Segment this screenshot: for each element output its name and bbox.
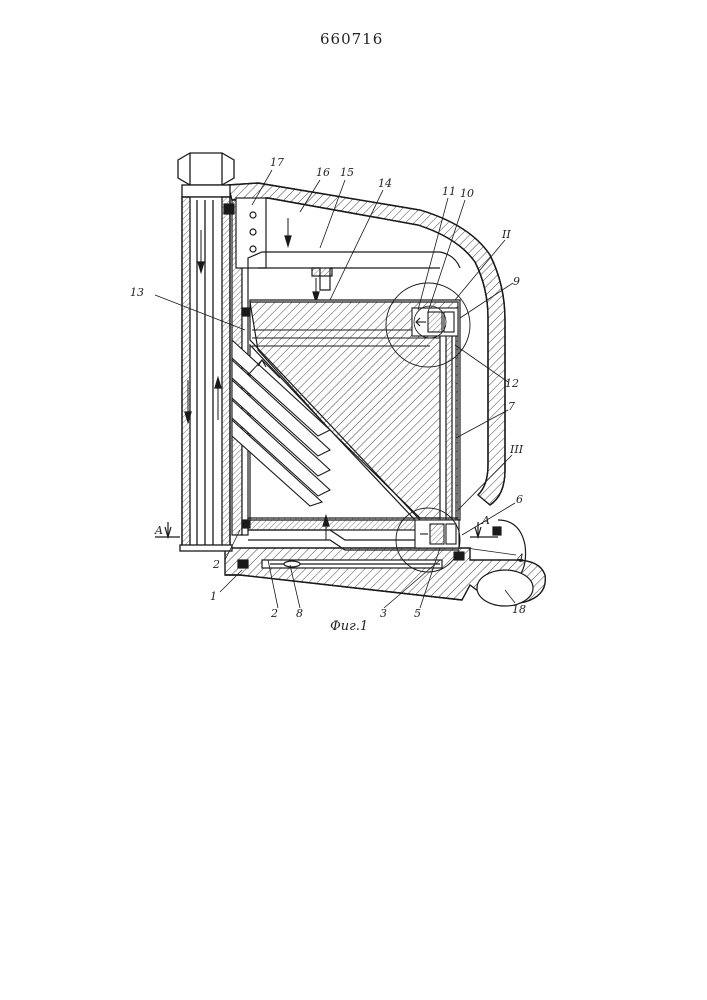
section-label-a-left: A <box>154 524 163 537</box>
callout-4: 4 <box>516 552 524 565</box>
callout-14: 14 <box>378 177 392 190</box>
callout-16: 16 <box>316 166 330 179</box>
upper-chamber <box>248 218 460 302</box>
callout-8: 8 <box>296 607 303 620</box>
callout-7: 7 <box>508 400 515 413</box>
section-label-a-right: A <box>481 514 490 527</box>
callout-detail-III: III <box>509 443 524 456</box>
callout-detail-II: II <box>501 228 511 241</box>
callout-3: 3 <box>380 607 387 620</box>
callout-17: 17 <box>270 156 284 169</box>
callout-15: 15 <box>340 166 354 179</box>
callout-2-bottom: 2 <box>270 607 278 620</box>
callout-5: 5 <box>414 607 421 620</box>
callout-13: 13 <box>130 286 144 299</box>
callout-6: 6 <box>516 493 523 506</box>
callout-18: 18 <box>512 603 526 616</box>
callout-10: 10 <box>460 187 474 200</box>
callout-1: 1 <box>210 590 217 603</box>
callout-11: 11 <box>442 185 456 198</box>
callout-12: 12 <box>505 377 519 390</box>
callout-9: 9 <box>513 275 520 288</box>
callout-2-left: 2 <box>212 558 220 571</box>
figure-caption: Фиг.1 <box>330 619 368 634</box>
